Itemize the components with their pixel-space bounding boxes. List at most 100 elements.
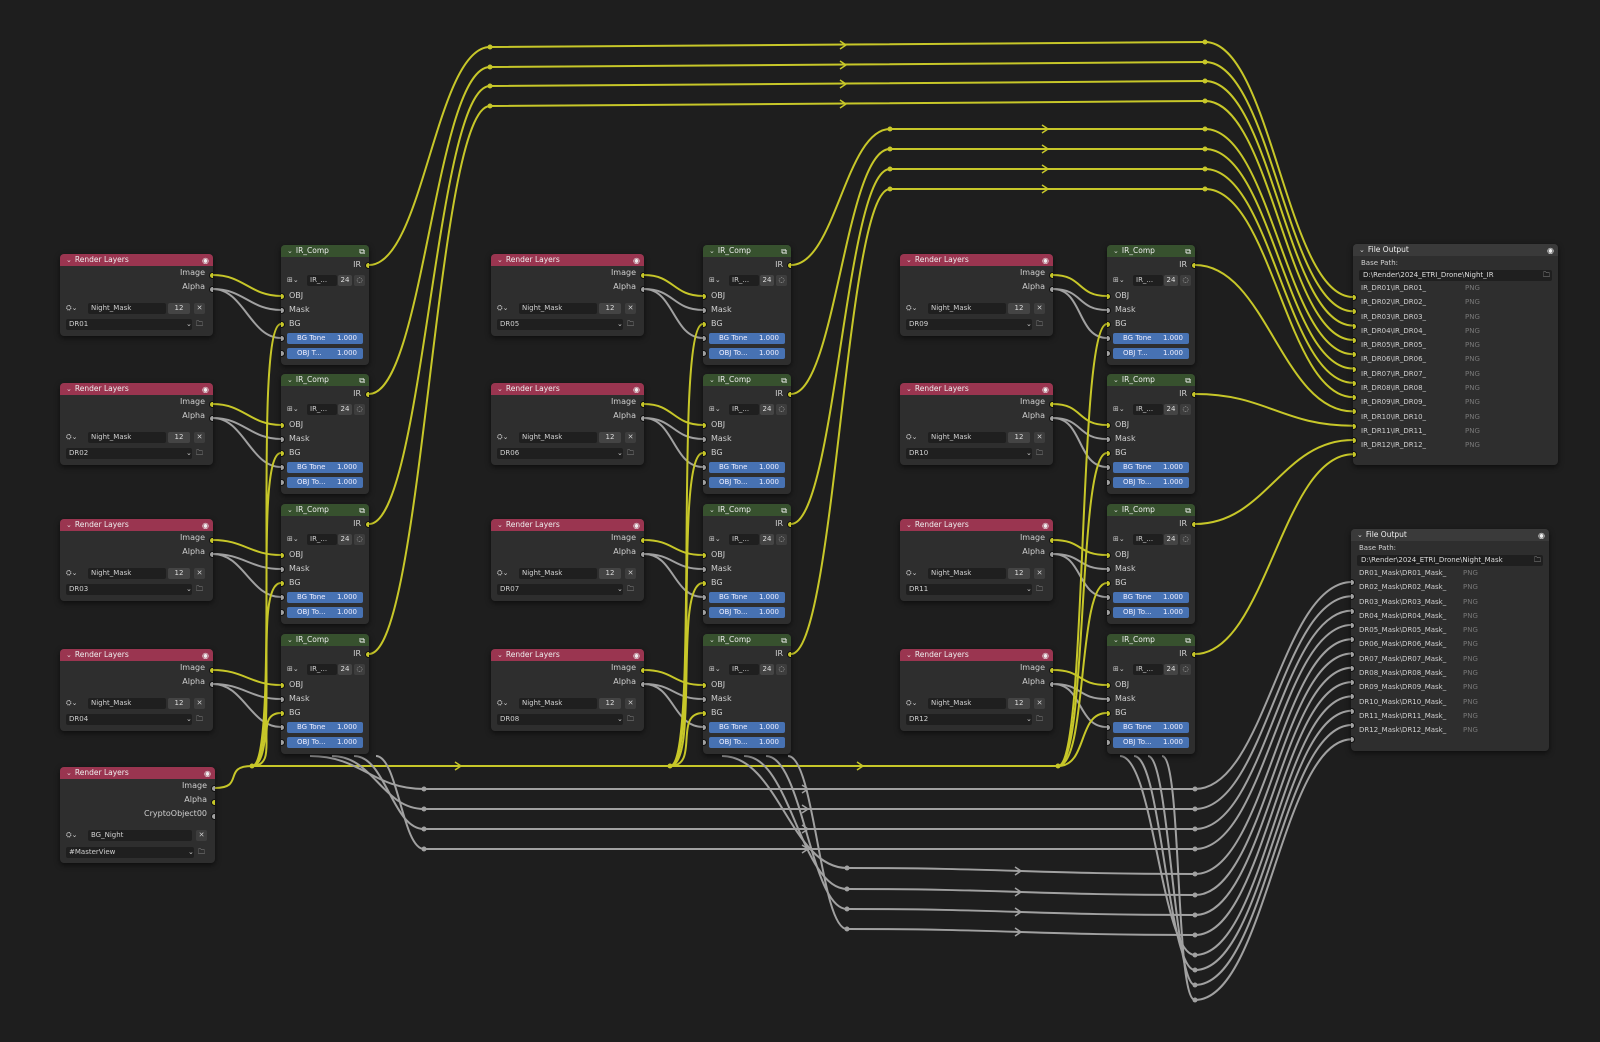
obj-tone-field[interactable]: OBJ T...1.000 bbox=[1113, 348, 1189, 359]
file-slot[interactable]: IR_DR04\IR_DR04_PNG bbox=[1353, 324, 1558, 338]
ir-output-socket[interactable] bbox=[1191, 651, 1195, 658]
reroute-node[interactable] bbox=[487, 64, 493, 70]
reroute-node[interactable] bbox=[1192, 932, 1198, 938]
node-header[interactable]: ⌄Render Layers◉ bbox=[900, 649, 1053, 661]
image-output-socket[interactable] bbox=[1049, 272, 1053, 279]
view-layer-field[interactable]: Night_Mask bbox=[928, 303, 1006, 314]
reroute-node[interactable] bbox=[1202, 126, 1208, 132]
reroute-node[interactable] bbox=[1202, 78, 1208, 84]
node-header[interactable]: ⌄IR_Comp⧉ bbox=[703, 504, 791, 516]
image-output-socket[interactable] bbox=[211, 785, 215, 792]
file-slot[interactable]: IR_DR02\IR_DR02_PNG bbox=[1353, 295, 1558, 309]
bg-tone-socket[interactable] bbox=[1107, 335, 1111, 342]
chevron-down-icon[interactable]: ⌄ bbox=[497, 385, 503, 393]
obj-tone-field[interactable]: OBJ To...1.000 bbox=[709, 477, 785, 488]
folder-icon[interactable]: 🗀 bbox=[196, 449, 203, 457]
chevron-down-icon[interactable]: ⌄ bbox=[497, 256, 503, 264]
bg-tone-socket[interactable] bbox=[703, 594, 707, 601]
chevron-down-icon[interactable]: ⌄ bbox=[497, 521, 503, 529]
chevron-down-icon[interactable]: ⌄ bbox=[1113, 247, 1119, 255]
shield-icon[interactable]: ◌ bbox=[354, 275, 365, 286]
slot-input-socket[interactable] bbox=[1353, 437, 1357, 444]
file-slot[interactable]: IR_DR08\IR_DR08_PNG bbox=[1353, 381, 1558, 395]
bg-tone-socket[interactable] bbox=[1107, 464, 1111, 471]
scene-icon[interactable]: ⛭⌄ bbox=[66, 433, 78, 441]
chevron-down-icon[interactable]: ⌄ bbox=[188, 848, 194, 856]
slot-input-socket[interactable] bbox=[1353, 451, 1357, 459]
mask-input-socket[interactable] bbox=[281, 436, 285, 443]
shield-icon[interactable]: ◌ bbox=[776, 275, 787, 286]
mask-input-socket[interactable] bbox=[281, 566, 285, 573]
node-header[interactable]: ⌄IR_Comp⧉ bbox=[281, 245, 369, 257]
reroute-node[interactable] bbox=[421, 846, 427, 852]
file-slot[interactable]: DR05_Mask\DR05_Mask_PNG bbox=[1351, 623, 1549, 637]
reroute-node[interactable] bbox=[249, 763, 255, 769]
reroute-node[interactable] bbox=[1192, 871, 1198, 877]
alpha-output-socket[interactable] bbox=[1049, 681, 1053, 688]
obj-tone-socket[interactable] bbox=[1107, 739, 1111, 746]
obj-tone-socket[interactable] bbox=[281, 609, 285, 616]
scene-icon[interactable]: ⛭⌄ bbox=[906, 433, 918, 441]
bg-input-socket[interactable] bbox=[281, 580, 285, 587]
reroute-node[interactable] bbox=[1192, 967, 1198, 973]
image-output-socket[interactable] bbox=[640, 272, 644, 279]
scene-icon[interactable]: ⛭⌄ bbox=[66, 569, 78, 577]
image-output-socket[interactable] bbox=[1049, 667, 1053, 674]
reroute-node[interactable] bbox=[421, 806, 427, 812]
scene-field[interactable]: DR12 bbox=[906, 714, 1032, 725]
obj-tone-field[interactable]: OBJ To...1.000 bbox=[287, 607, 363, 618]
obj-tone-socket[interactable] bbox=[1107, 609, 1111, 616]
node-header[interactable]: ⌄Render Layers◉ bbox=[900, 519, 1053, 531]
shield-icon[interactable]: ◌ bbox=[776, 404, 787, 415]
file-slot[interactable]: DR11_Mask\DR11_Mask_PNG bbox=[1351, 709, 1549, 723]
view-layer-field[interactable]: BG_Night bbox=[88, 830, 192, 841]
obj-input-socket[interactable] bbox=[281, 293, 285, 300]
group-name-field[interactable]: IR_... bbox=[307, 664, 337, 675]
slot-input-socket[interactable] bbox=[1353, 294, 1357, 301]
folder-icon[interactable]: 🗀 bbox=[1036, 715, 1043, 723]
alpha-output-socket[interactable] bbox=[209, 551, 213, 558]
chevron-down-icon[interactable]: ⌄ bbox=[709, 376, 715, 384]
file-slot[interactable]: DR08_Mask\DR08_Mask_PNG bbox=[1351, 666, 1549, 680]
reroute-node[interactable] bbox=[1192, 952, 1198, 958]
chevron-down-icon[interactable]: ⌄ bbox=[1359, 246, 1365, 254]
node-header[interactable]: ⌄Render Layers◉ bbox=[60, 767, 215, 779]
base-path-field[interactable]: D:\Render\2024_ETRI_Drone\Night_Mask🗀 bbox=[1357, 555, 1543, 566]
obj-tone-socket[interactable] bbox=[1107, 479, 1111, 486]
scene-field[interactable]: DR05 bbox=[497, 319, 623, 330]
image-output-socket[interactable] bbox=[209, 272, 213, 279]
chevron-down-icon[interactable]: ⌄ bbox=[287, 506, 293, 514]
chevron-down-icon[interactable]: ⌄ bbox=[1113, 636, 1119, 644]
file-slot[interactable]: IR_DR07\IR_DR07_PNG bbox=[1353, 367, 1558, 381]
file-slot[interactable]: IR_DR12\IR_DR12_PNG bbox=[1353, 438, 1558, 452]
ir-output-socket[interactable] bbox=[365, 521, 369, 528]
ir-output-socket[interactable] bbox=[365, 651, 369, 658]
scene-icon[interactable]: ⛭⌄ bbox=[497, 569, 509, 577]
chevron-down-icon[interactable]: ⌄ bbox=[66, 256, 72, 264]
obj-tone-field[interactable]: OBJ To...1.000 bbox=[709, 737, 785, 748]
node-tree-icon[interactable]: ⊞⌄ bbox=[1113, 405, 1125, 413]
group-name-field[interactable]: IR_... bbox=[1133, 534, 1163, 545]
scene-icon[interactable]: ⛭⌄ bbox=[906, 569, 918, 577]
chevron-down-icon[interactable]: ⌄ bbox=[1026, 449, 1032, 457]
node-tree-icon[interactable]: ⊞⌄ bbox=[1113, 535, 1125, 543]
scene-field[interactable]: DR04 bbox=[66, 714, 192, 725]
close-icon[interactable]: ✕ bbox=[194, 303, 205, 314]
node-header[interactable]: ⌄Render Layers◉ bbox=[900, 254, 1053, 266]
bg-input-socket[interactable] bbox=[281, 710, 285, 717]
chevron-down-icon[interactable]: ⌄ bbox=[186, 715, 192, 723]
reroute-node[interactable] bbox=[1192, 892, 1198, 898]
close-icon[interactable]: ✕ bbox=[194, 568, 205, 579]
scene-icon[interactable]: ⛭⌄ bbox=[66, 304, 78, 312]
